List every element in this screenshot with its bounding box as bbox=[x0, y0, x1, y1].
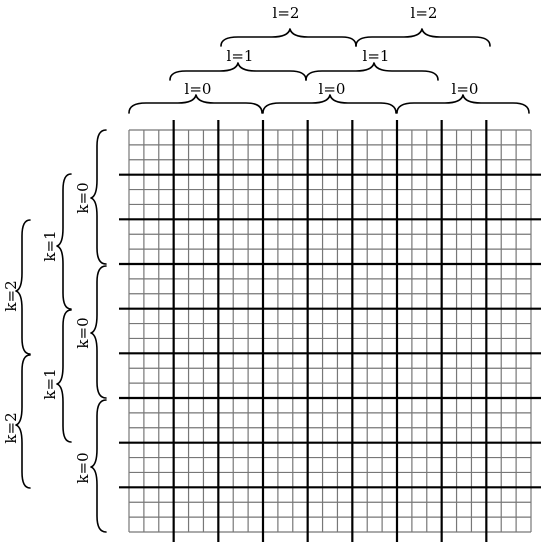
left-brace-k0-1 bbox=[90, 129, 107, 265]
left-brace-k1-2 bbox=[56, 309, 72, 443]
top-brace-l0-1 bbox=[128, 94, 263, 114]
grid bbox=[119, 120, 541, 542]
left-brace-k0-3 bbox=[90, 399, 107, 533]
left-label-k0-2: k=0 bbox=[74, 317, 92, 348]
top-brace-row-l1: l=1 l=1 bbox=[169, 47, 439, 81]
left-label-k2-2: k=2 bbox=[2, 412, 20, 443]
fine-grid-lines bbox=[128, 129, 532, 533]
top-label-l2-1: l=2 bbox=[273, 4, 300, 22]
top-label-l0-2: l=0 bbox=[319, 80, 346, 98]
top-brace-l1-1 bbox=[169, 62, 307, 81]
left-label-k2-1: k=2 bbox=[2, 280, 20, 311]
left-brace-row-k0: k=0 k=0 k=0 bbox=[74, 129, 107, 533]
top-brace-l1-2 bbox=[305, 62, 439, 81]
left-label-k1-2: k=1 bbox=[41, 368, 59, 399]
top-label-l1-1: l=1 bbox=[227, 47, 254, 65]
top-label-l1-2: l=1 bbox=[363, 47, 390, 65]
left-label-k0-1: k=0 bbox=[74, 182, 92, 213]
top-brace-l0-3 bbox=[396, 94, 530, 114]
top-brace-l0-2 bbox=[262, 94, 397, 114]
top-brace-l2-2 bbox=[355, 28, 491, 47]
top-brace-l2-1 bbox=[220, 28, 357, 47]
left-brace-k0-2 bbox=[90, 265, 107, 399]
left-brace-row-k1: k=1 k=1 bbox=[41, 173, 72, 443]
left-label-k1-1: k=1 bbox=[41, 230, 59, 261]
top-label-l0-1: l=0 bbox=[185, 80, 212, 98]
top-brace-row-l2: l=2 l=2 bbox=[220, 4, 491, 47]
left-brace-k1-1 bbox=[56, 173, 72, 310]
top-label-l0-3: l=0 bbox=[452, 80, 479, 98]
top-label-l2-2: l=2 bbox=[411, 4, 438, 22]
left-label-k0-3: k=0 bbox=[74, 452, 92, 483]
left-brace-k2-1 bbox=[15, 219, 31, 355]
top-brace-row-l0: l=0 l=0 l=0 bbox=[128, 80, 530, 114]
coarse-grid-lines bbox=[119, 120, 541, 542]
left-brace-k2-2 bbox=[15, 354, 31, 489]
left-brace-row-k2: k=2 k=2 bbox=[2, 219, 31, 489]
